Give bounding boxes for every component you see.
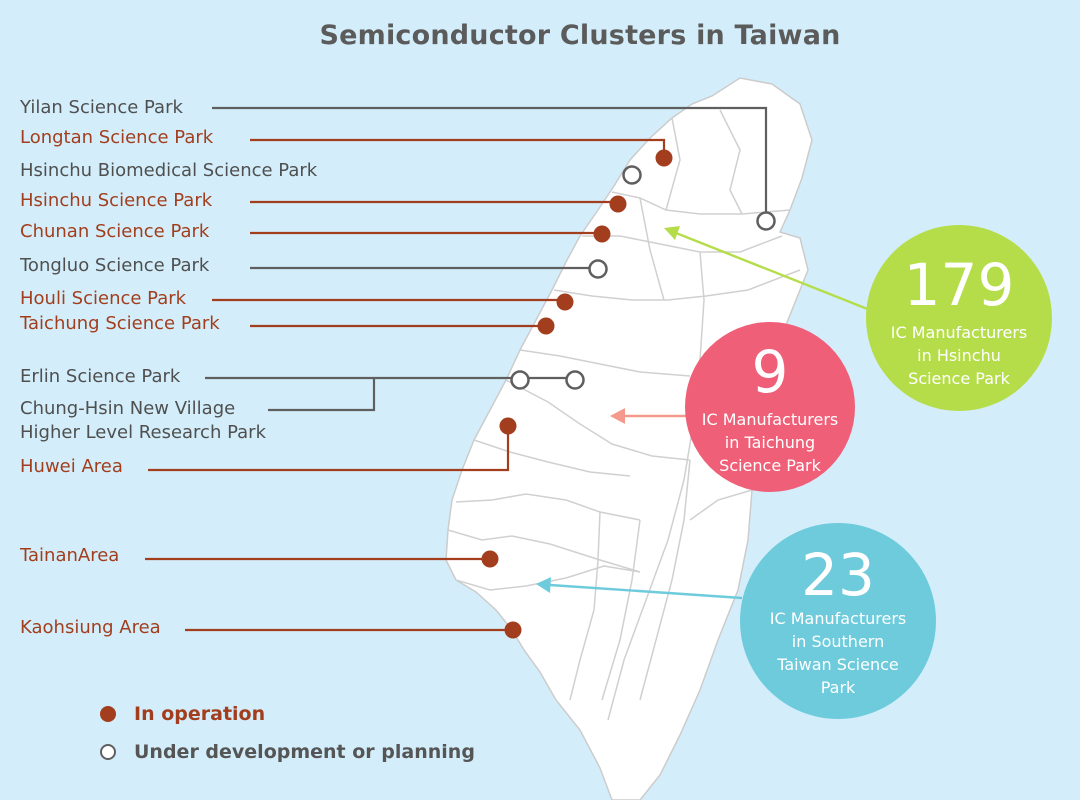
marker-huwei <box>499 417 517 435</box>
bubble-southern-line2: in Southern <box>791 632 885 651</box>
leader-huwei <box>148 426 510 472</box>
label-erlin: Erlin Science Park <box>20 366 181 387</box>
marker-longtan <box>655 149 673 167</box>
label-tongluo: Tongluo Science Park <box>20 255 210 276</box>
label-chunghsin: Chung-Hsin New Village <box>20 398 236 419</box>
bubble-taichung-line3: Science Park <box>719 456 821 475</box>
bubble-southern: 23 IC Manufacturers in Southern Taiwan S… <box>740 523 936 719</box>
bubble-taichung: 9 IC Manufacturers in Taichung Science P… <box>685 322 855 492</box>
label-higher-level: Higher Level Research Park <box>20 422 266 443</box>
bubble-hsinchu-number: 179 <box>903 251 1015 319</box>
leader-chunghsin <box>268 378 376 412</box>
taiwan-island <box>445 77 813 800</box>
legend-planning-label: Under development or planning <box>134 741 475 763</box>
marker-chunghsin <box>565 370 585 390</box>
label-huwei: Huwei Area <box>20 456 123 477</box>
bubble-southern-line3: Taiwan Science <box>777 655 899 674</box>
legend-planning: Under development or planning <box>100 741 475 763</box>
label-hsinchu: Hsinchu Science Park <box>20 190 213 211</box>
marker-chunan <box>593 225 611 243</box>
legend-hollow-dot-icon <box>100 744 116 760</box>
marker-hsinchu-biomedical <box>622 165 642 185</box>
map-title: Semiconductor Clusters in Taiwan <box>319 20 841 51</box>
label-hsinchu-biomedical: Hsinchu Biomedical Science Park <box>20 160 318 181</box>
marker-houli <box>556 293 574 311</box>
label-yilan: Yilan Science Park <box>20 97 183 118</box>
bubble-hsinchu-line1: IC Manufacturers <box>890 323 1028 342</box>
label-kaohsiung: Kaohsiung Area <box>20 617 161 638</box>
bubble-taichung-line2: in Taichung <box>724 433 816 452</box>
marker-tainan <box>481 550 499 568</box>
marker-hsinchu <box>609 195 627 213</box>
legend-operation: In operation <box>100 703 265 725</box>
label-houli: Houli Science Park <box>20 288 187 309</box>
label-tainan: TainanArea <box>20 545 120 566</box>
bubble-hsinchu-line3: Science Park <box>908 369 1010 388</box>
bubble-southern-number: 23 <box>801 541 875 609</box>
bubble-southern-line4: Park <box>820 678 856 697</box>
bubble-taichung-number: 9 <box>751 338 789 406</box>
bubble-taichung-line1: IC Manufacturers <box>701 410 839 429</box>
marker-taichung <box>537 317 555 335</box>
leader-longtan <box>250 138 666 156</box>
bubble-hsinchu-line2: in Hsinchu <box>917 346 1001 365</box>
label-longtan: Longtan Science Park <box>20 127 214 148</box>
bubble-southern-line1: IC Manufacturers <box>769 609 907 628</box>
leader-yilan <box>212 106 768 216</box>
bubble-pointers <box>536 226 871 600</box>
bubble-hsinchu: 179 IC Manufacturers in Hsinchu Science … <box>866 225 1052 411</box>
label-chunan: Chunan Science Park <box>20 221 210 242</box>
park-markers <box>481 149 776 639</box>
pointer-southern <box>549 583 743 600</box>
label-taichung: Taichung Science Park <box>20 313 220 334</box>
marker-erlin <box>510 370 530 390</box>
leader-lines <box>145 106 768 632</box>
marker-tongluo <box>588 259 608 279</box>
legend-filled-dot-icon <box>100 706 116 722</box>
pointer-hsinchu <box>675 231 871 312</box>
legend-operation-label: In operation <box>134 703 266 725</box>
marker-yilan <box>756 211 776 231</box>
marker-kaohsiung <box>504 621 522 639</box>
